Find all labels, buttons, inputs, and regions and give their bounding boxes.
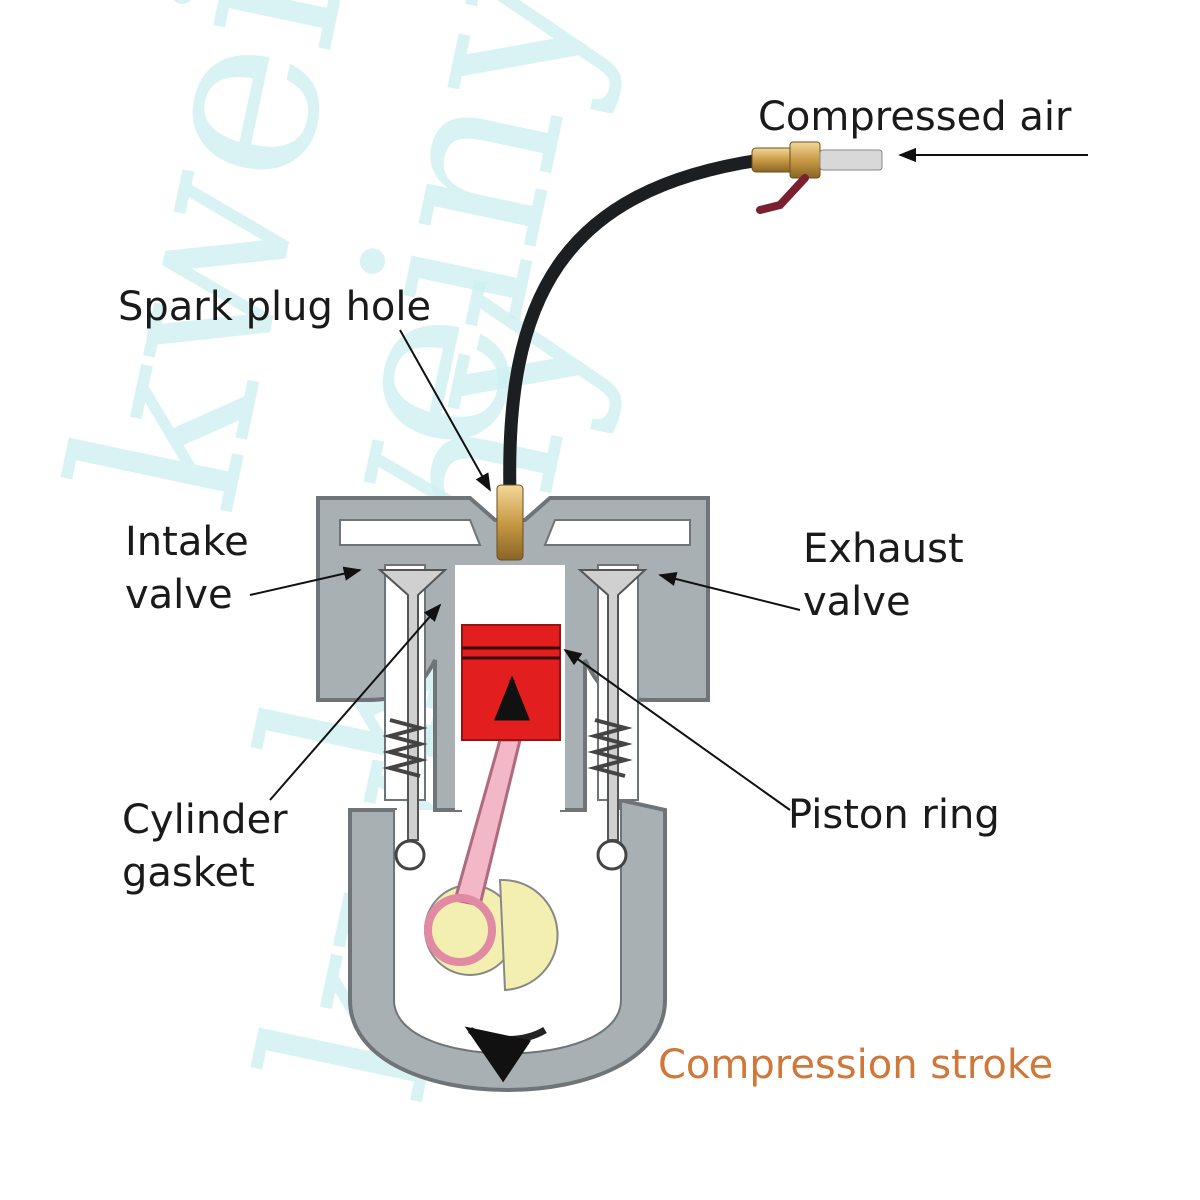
label-compressed-air: Compressed air (758, 94, 1072, 140)
leader-exhaust-valve (658, 571, 801, 611)
leader-cylinder-gasket (269, 603, 442, 801)
air-valve (751, 141, 883, 214)
label-intake-valve-2: valve (125, 572, 233, 618)
intake-valve (377, 569, 448, 871)
piston (461, 624, 561, 741)
label-exhaust-valve-2: valve (803, 579, 911, 625)
diagram-title: Compression stroke (658, 1042, 1053, 1088)
leader-piston-ring (563, 648, 791, 811)
spark-plug-adapter (496, 484, 524, 561)
label-piston-ring: Piston ring (788, 792, 1000, 838)
label-cylinder-gasket-1: Cylinder (122, 797, 288, 843)
label-spark-plug-hole: Spark plug hole (118, 284, 431, 330)
label-intake-valve-1: Intake (125, 519, 249, 565)
label-cylinder-gasket-2: gasket (122, 850, 255, 896)
exhaust-valve (577, 569, 648, 871)
air-hose (503, 153, 761, 496)
label-exhaust-valve-1: Exhaust (803, 526, 964, 572)
leader-spark-plug (399, 329, 491, 492)
leader-intake-valve (249, 566, 362, 596)
rotation-arrow-icon (464, 1026, 547, 1083)
